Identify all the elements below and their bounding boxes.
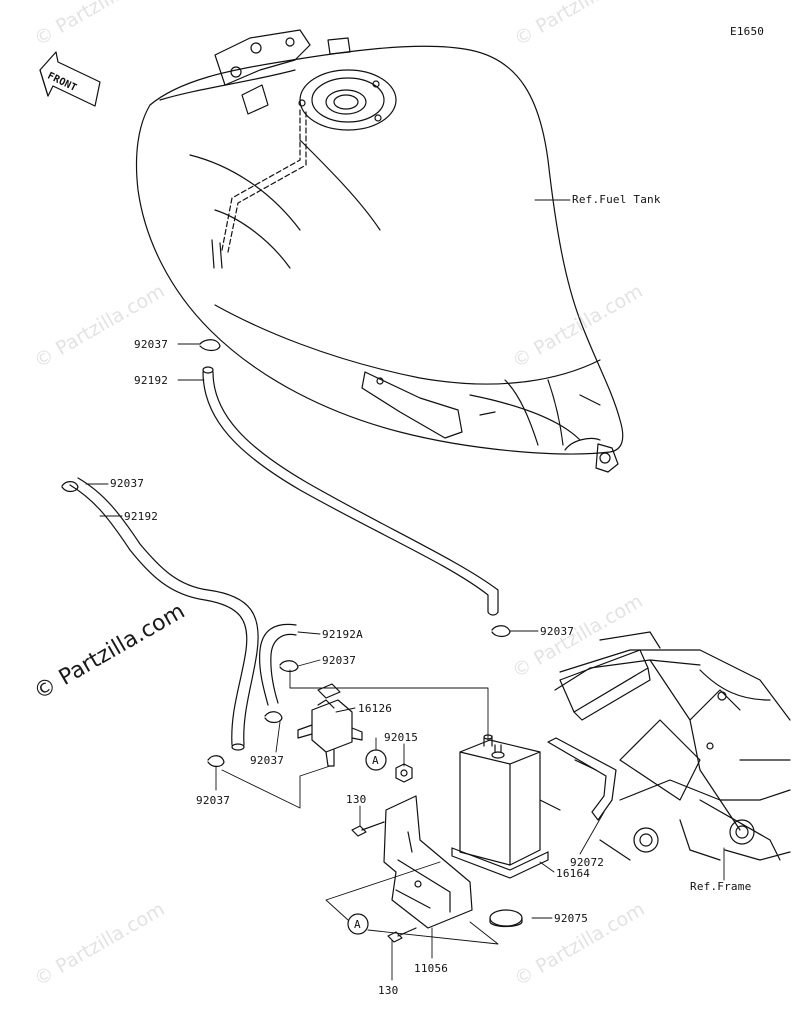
part-92015-label: 92015: [384, 731, 419, 744]
part-130-label: 130: [378, 984, 399, 997]
part-16126-label: 16126: [358, 702, 393, 715]
part-130-label: 130: [346, 793, 367, 806]
part-92072-label: 92072: [570, 856, 605, 869]
hose-92192-upper: [202, 366, 499, 616]
fuel-tank-drawing: [135, 29, 624, 473]
part-92037-label: 92037: [110, 477, 145, 490]
ref-a-label: A: [372, 754, 379, 767]
part-16164-label: 16164: [556, 867, 591, 880]
part-92192-label: 92192: [124, 510, 159, 523]
ref-fuel-tank-label: Ref.Fuel Tank: [572, 193, 661, 206]
ref-frame-label: Ref.Frame: [690, 880, 752, 893]
hose-92192-left: [69, 477, 259, 751]
part-92037-label: 92037: [322, 654, 357, 667]
part-92037-label: 92037: [196, 794, 231, 807]
part-92037-label: 92037: [540, 625, 575, 638]
ref-a-circle-icon: [347, 749, 387, 935]
part-92192-label: 92192: [134, 374, 169, 387]
hose-92192A: [259, 623, 297, 706]
part-92075-label: 92075: [554, 912, 589, 925]
part-92037-label: 92037: [134, 338, 169, 351]
bracket-92072-drawing: [539, 737, 617, 821]
cap-92075-drawing: [489, 909, 523, 928]
part-92037-label: 92037: [250, 754, 285, 767]
nut-92015-drawing: [395, 763, 413, 783]
part-11056-label: 11056: [414, 962, 449, 975]
frame-drawing: [554, 631, 791, 861]
part-92192A-label: 92192A: [322, 628, 363, 641]
clamp-icon: [61, 339, 511, 768]
bracket-11056-drawing: [383, 795, 473, 929]
bolt-130-drawing: [351, 821, 417, 943]
canister-16164-drawing: [451, 734, 549, 879]
ref-a-label: A: [354, 918, 361, 931]
diagram-code: E1650: [730, 25, 765, 38]
front-arrow-icon: [39, 51, 101, 107]
solenoid-valve-16126-drawing: [297, 683, 363, 767]
leader-lines: [85, 199, 725, 981]
